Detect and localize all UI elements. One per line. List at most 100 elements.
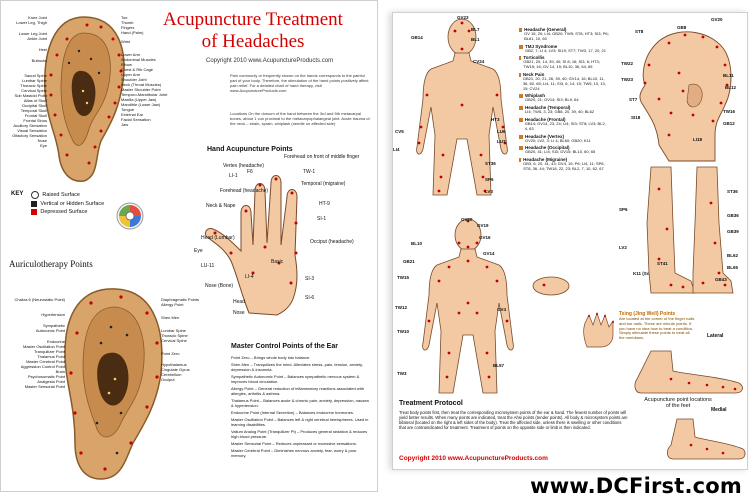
locations-text: Locations On the dorsum of the hand betw… (230, 111, 370, 126)
hand-label: Forehead on front of middle finger (284, 154, 360, 160)
ear-label: Fingers (121, 25, 135, 30)
tsing-box: Tsing (Jing Well) Points Are located at … (619, 311, 695, 341)
head-label: GV20 (711, 17, 723, 22)
ear-label: Diaphragmatic Points (161, 297, 200, 302)
headache-type-name: Headache (Occipital) (525, 145, 570, 151)
hand-label: Nose (233, 310, 245, 316)
ear-diagram-bottom (64, 288, 163, 480)
hand-label: Eye (194, 248, 203, 254)
hand-label: LU-11 (201, 263, 215, 269)
leg-label: ST41 (657, 261, 668, 266)
ear-top-labels-left: Knee Joint Lower Leg, Thigh Lower Leg Jo… (3, 15, 47, 148)
ear-label: Atlas of Skull (23, 98, 47, 103)
tsing-hand-icon (583, 311, 614, 348)
ear-label: Psychosomatic Point (27, 374, 65, 379)
tsing-text: Are located at the corner of the finger … (619, 316, 695, 341)
leg-label: ST36 (727, 189, 738, 194)
ear-label: Master Cerebral Point (26, 359, 65, 364)
hand-label: Occiput (headache) (310, 239, 354, 245)
bullet-icon (519, 117, 523, 122)
headache-type: Headache (Frontal) GB14; GV14, 23, 24; L… (519, 117, 609, 132)
ear-label: Occipital Skull (21, 103, 47, 108)
foot-lateral-label: Lateral (707, 333, 724, 339)
master-point-item: Master Cerebral Point – Diminishes nervo… (231, 448, 357, 458)
headache-type-name: Headache (Vertex) (525, 133, 565, 139)
left-copyright: Copyright 2010 www.AcupunctureProducts.c… (206, 58, 334, 64)
hand-label: SI-6 (305, 295, 315, 301)
ear-label: Toe (121, 15, 128, 20)
front-label: HT3 (491, 117, 500, 122)
headache-type: Headache (Temporal) LI4; TW5, 3, 23; GB8… (519, 105, 609, 115)
bullet-icon (519, 28, 523, 32)
leg-label: GB39 (727, 229, 739, 234)
back-label: GV20 (461, 217, 473, 222)
ear-key: KEY Raised Surface Vertical or Hidden Su… (11, 191, 104, 217)
headache-type-points: GB21, 20, 14, 39, 40; SI 8; 16; SI3, 6; … (523, 59, 600, 70)
key-item: Vertical or Hidden Surface (40, 201, 105, 207)
hand-section-title: Hand Acupuncture Points (207, 146, 293, 153)
title-line-2: of Headaches (201, 31, 305, 52)
head-label: BL11 (723, 73, 734, 78)
leg-label: SP6 (619, 207, 628, 212)
ear-label: Lower Arm (121, 52, 141, 57)
ear-label: Allergy Point (161, 302, 184, 307)
hand-label: Neck & Nape (206, 203, 236, 209)
headache-type: Headache (Occipital) GB20, 41; LI4; SI3;… (519, 145, 609, 155)
headache-type-name: Headache (General) (524, 27, 567, 32)
ear-bottom-points (69, 295, 159, 471)
right-copyright: Copyright 2010 www.AcupunctureProducts.c… (399, 455, 548, 462)
back-body-diagram (422, 218, 514, 394)
ear-label: Temporo-Mandibular Joint (121, 92, 168, 97)
bullet-icon (519, 134, 523, 139)
ear-label: Brain (55, 369, 65, 374)
head-profile-diagram (639, 31, 732, 162)
headache-type-name: Torticollis (523, 55, 545, 61)
headache-type-points: GB2, 7; LI 4; LV3; SI19; ST7; TW3, 17, 2… (525, 47, 607, 53)
head-label: TW16 (723, 109, 736, 114)
ear-label: Analgesia Point (37, 379, 65, 384)
master-point-item: Endocrine Point (Internal Secretion) – B… (231, 410, 354, 415)
ear-label: Master Sensorial Point (24, 384, 65, 389)
ear-label: Heel (38, 47, 47, 52)
ear-label: Upper Arm (121, 72, 141, 77)
back-label: TW12 (395, 305, 408, 310)
headache-type-points: GV20; LV2, 3; LI 4; BL60; GB20; K11 (525, 137, 591, 143)
front-label: SP6 (485, 177, 494, 182)
front-label: BL7 (471, 27, 480, 32)
headache-type-name: Headache (Frontal) (524, 116, 566, 122)
front-label: GB14 (411, 35, 423, 40)
headache-type: Whiplash GB20, 21; GV14; SI3; BL9, 64 (519, 93, 609, 103)
head-label: LI18 (693, 137, 703, 142)
ear-label: Wrist (121, 39, 131, 44)
ear-bottom-labels-right: Diaphragmatic Points Allergy Point Shen … (161, 297, 227, 382)
back-label: GV16 (479, 235, 491, 240)
intro-text: Pain commonly or frequently shown on the… (230, 73, 369, 93)
bullet-icon (519, 44, 523, 49)
head-label: GB8 (677, 25, 687, 30)
ear-label: Eye (40, 143, 47, 148)
ear-label: Endocrine (46, 339, 65, 344)
ear-top-points (49, 23, 123, 165)
tsing-title: Tsing (Jing Well) Points (619, 311, 676, 317)
ear-label: Point Zero (161, 351, 180, 356)
hand-label: Head (Lumbar) (201, 235, 235, 241)
headache-type-name: TMJ Syndrome (525, 43, 558, 49)
master-points-title: Master Control Points of the Ear (231, 343, 338, 350)
ear-label: Master Shoulder Point (121, 87, 161, 92)
legs-diagram (646, 166, 734, 294)
headache-type: Headache (Vertex) GV20; LV2, 3; LI 4; BL… (519, 134, 609, 144)
hand-label: Forehead (headache) (220, 188, 269, 194)
hand-label: Vertex (headache) (223, 163, 264, 169)
front-label: CV5 (395, 129, 404, 134)
hidden-swatch-icon (31, 201, 38, 207)
leg-label: BL62 (727, 253, 739, 258)
ear-label: Cingulate Gyrus (161, 367, 190, 372)
ear-label: Chakra 6 (Neurostatic Point) (14, 297, 65, 302)
headache-type-name: Whiplash (525, 93, 545, 99)
key-item: Depressed Surface (40, 209, 88, 215)
treatment-protocol-text: Treat body points first, then treat the … (399, 410, 628, 430)
ear-label: Thoracic Spine (20, 83, 47, 88)
bullet-icon (519, 72, 521, 77)
hand-label: LI-1 (229, 173, 238, 179)
leg-label: LV2 (619, 245, 627, 250)
